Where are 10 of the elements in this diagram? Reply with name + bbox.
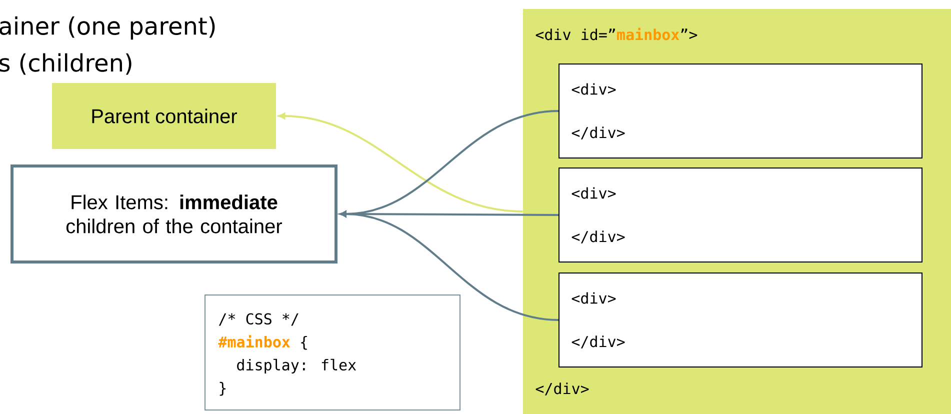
heading-text: ainer (one parent) bbox=[0, 16, 215, 40]
flex-items-box: Flex Items: immediate children of the container bbox=[10, 164, 338, 264]
arrow bbox=[278, 112, 523, 212]
arrow bbox=[340, 210, 559, 321]
div-box: <div> </div> bbox=[558, 272, 922, 368]
div-box: <div> </div> bbox=[558, 168, 922, 262]
code-box: /* CSS */ #mainbox { display: flex } bbox=[204, 294, 460, 410]
heading-text: s (children) bbox=[0, 53, 132, 75]
div-box: <div> </div> bbox=[558, 64, 922, 158]
parent-box: Parent container bbox=[52, 83, 276, 149]
